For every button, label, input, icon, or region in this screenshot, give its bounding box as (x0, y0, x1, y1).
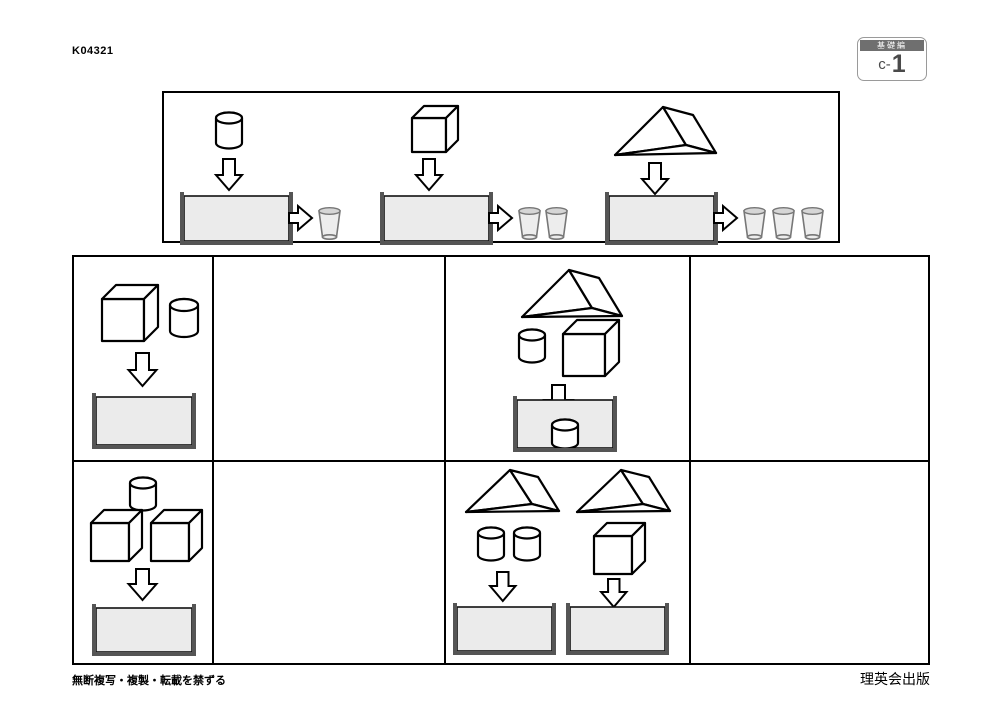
triangular-prism-icon (575, 468, 672, 514)
right-arrow-icon (488, 203, 514, 233)
cylinder-icon (512, 526, 542, 562)
down-arrow-icon (639, 162, 671, 196)
example-item-3 (589, 93, 839, 245)
badge-level-number: 1 (891, 50, 906, 78)
cup-icon (545, 206, 568, 241)
down-arrow-icon (126, 568, 159, 602)
triangular-prism-icon (613, 105, 718, 157)
down-arrow-icon (126, 352, 159, 388)
empty-tank-icon (380, 192, 493, 245)
empty-tank-icon (566, 603, 669, 655)
cube-icon (561, 318, 621, 378)
badge-header-label: 基礎編 (860, 40, 924, 51)
triangular-prism-icon (464, 468, 561, 514)
level-badge: 基礎編 c- 1 (857, 37, 927, 81)
cylinder-icon (550, 418, 580, 450)
empty-tank-icon (92, 393, 196, 449)
publisher-name: 理英会出版 (860, 672, 930, 688)
example-item-2 (364, 93, 574, 245)
cup-icon (801, 206, 824, 241)
example-item-1 (164, 93, 344, 245)
right-arrow-icon (288, 203, 314, 233)
cube-icon (100, 283, 160, 343)
cube-icon (149, 508, 204, 563)
cylinder-icon (517, 328, 547, 364)
empty-tank-icon (453, 603, 556, 655)
grid-cell-r1c1 (74, 257, 212, 460)
down-arrow-icon (413, 158, 445, 192)
cube-icon (592, 521, 647, 576)
example-box (162, 91, 840, 245)
cylinder-icon (214, 111, 244, 150)
badge-level-prefix: c- (878, 56, 891, 73)
down-arrow-icon (598, 578, 629, 609)
tank-with-cylinder-icon (513, 396, 617, 452)
down-arrow-icon (213, 158, 245, 192)
empty-tank-icon (605, 192, 718, 245)
cup-icon (518, 206, 541, 241)
grid-cell-r1c3 (444, 257, 689, 460)
triangular-prism-icon (520, 268, 624, 319)
subgroup-b (566, 468, 672, 655)
empty-tank-icon (180, 192, 293, 245)
cup-icon (772, 206, 795, 241)
subgroup-a (453, 468, 561, 655)
grid-cell-r2c1 (74, 461, 212, 663)
grid-cell-r2c2-answer[interactable] (212, 461, 444, 663)
empty-tank-icon (92, 604, 196, 656)
cylinder-icon (168, 297, 200, 339)
copyright-notice: 無断複写・複製・転載を禁ずる (72, 674, 226, 687)
grid-cell-r1c2-answer[interactable] (212, 257, 444, 460)
grid-cell-r2c4-answer[interactable] (689, 461, 927, 663)
cylinder-icon (128, 476, 158, 512)
grid-divider-h1 (74, 460, 928, 462)
question-grid (72, 255, 930, 665)
grid-cell-r2c3 (444, 461, 689, 663)
cup-icon (318, 206, 341, 241)
cube-icon (410, 104, 460, 154)
grid-cell-r1c4-answer[interactable] (689, 257, 927, 460)
badge-level: c- 1 (860, 51, 924, 78)
down-arrow-icon (487, 571, 518, 603)
worksheet-code: K04321 (72, 45, 114, 57)
cube-icon (89, 508, 144, 563)
right-arrow-icon (713, 203, 739, 233)
cylinder-icon (476, 526, 506, 562)
cup-icon (743, 206, 766, 241)
